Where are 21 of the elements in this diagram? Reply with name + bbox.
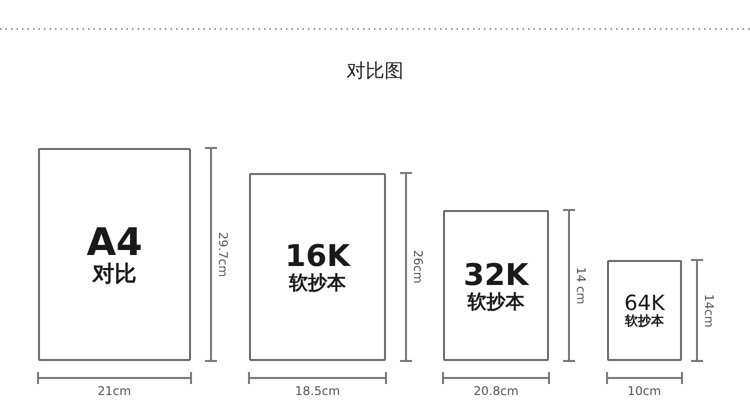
size-name: 16K [285,240,350,274]
dimension-label: 20.8cm [474,384,519,398]
dimension-label: 29.7cm [216,232,230,278]
size-name: 32K [464,258,528,292]
dimension-label: 14 cm [574,267,588,304]
dimension-label: 18.5cm [295,384,340,398]
size-caption: 软抄本 [289,273,346,294]
paper-size-box [249,173,386,361]
size-name: A4 [86,222,142,264]
title: 对比图 [346,59,404,84]
paper-size-box [38,148,191,361]
dimension-label: 21cm [98,384,132,398]
size-caption: 对比 [92,263,136,288]
dimension-label: 26cm [411,250,425,284]
dimension-label: 10cm [628,384,662,398]
paper-size-box [607,260,682,361]
dimension-label: 14cm [702,294,716,328]
size-caption: 软抄本 [468,292,524,312]
size-name: 64K [624,292,665,315]
size-caption: 软抄本 [625,314,664,330]
paper-size-box [443,210,549,361]
